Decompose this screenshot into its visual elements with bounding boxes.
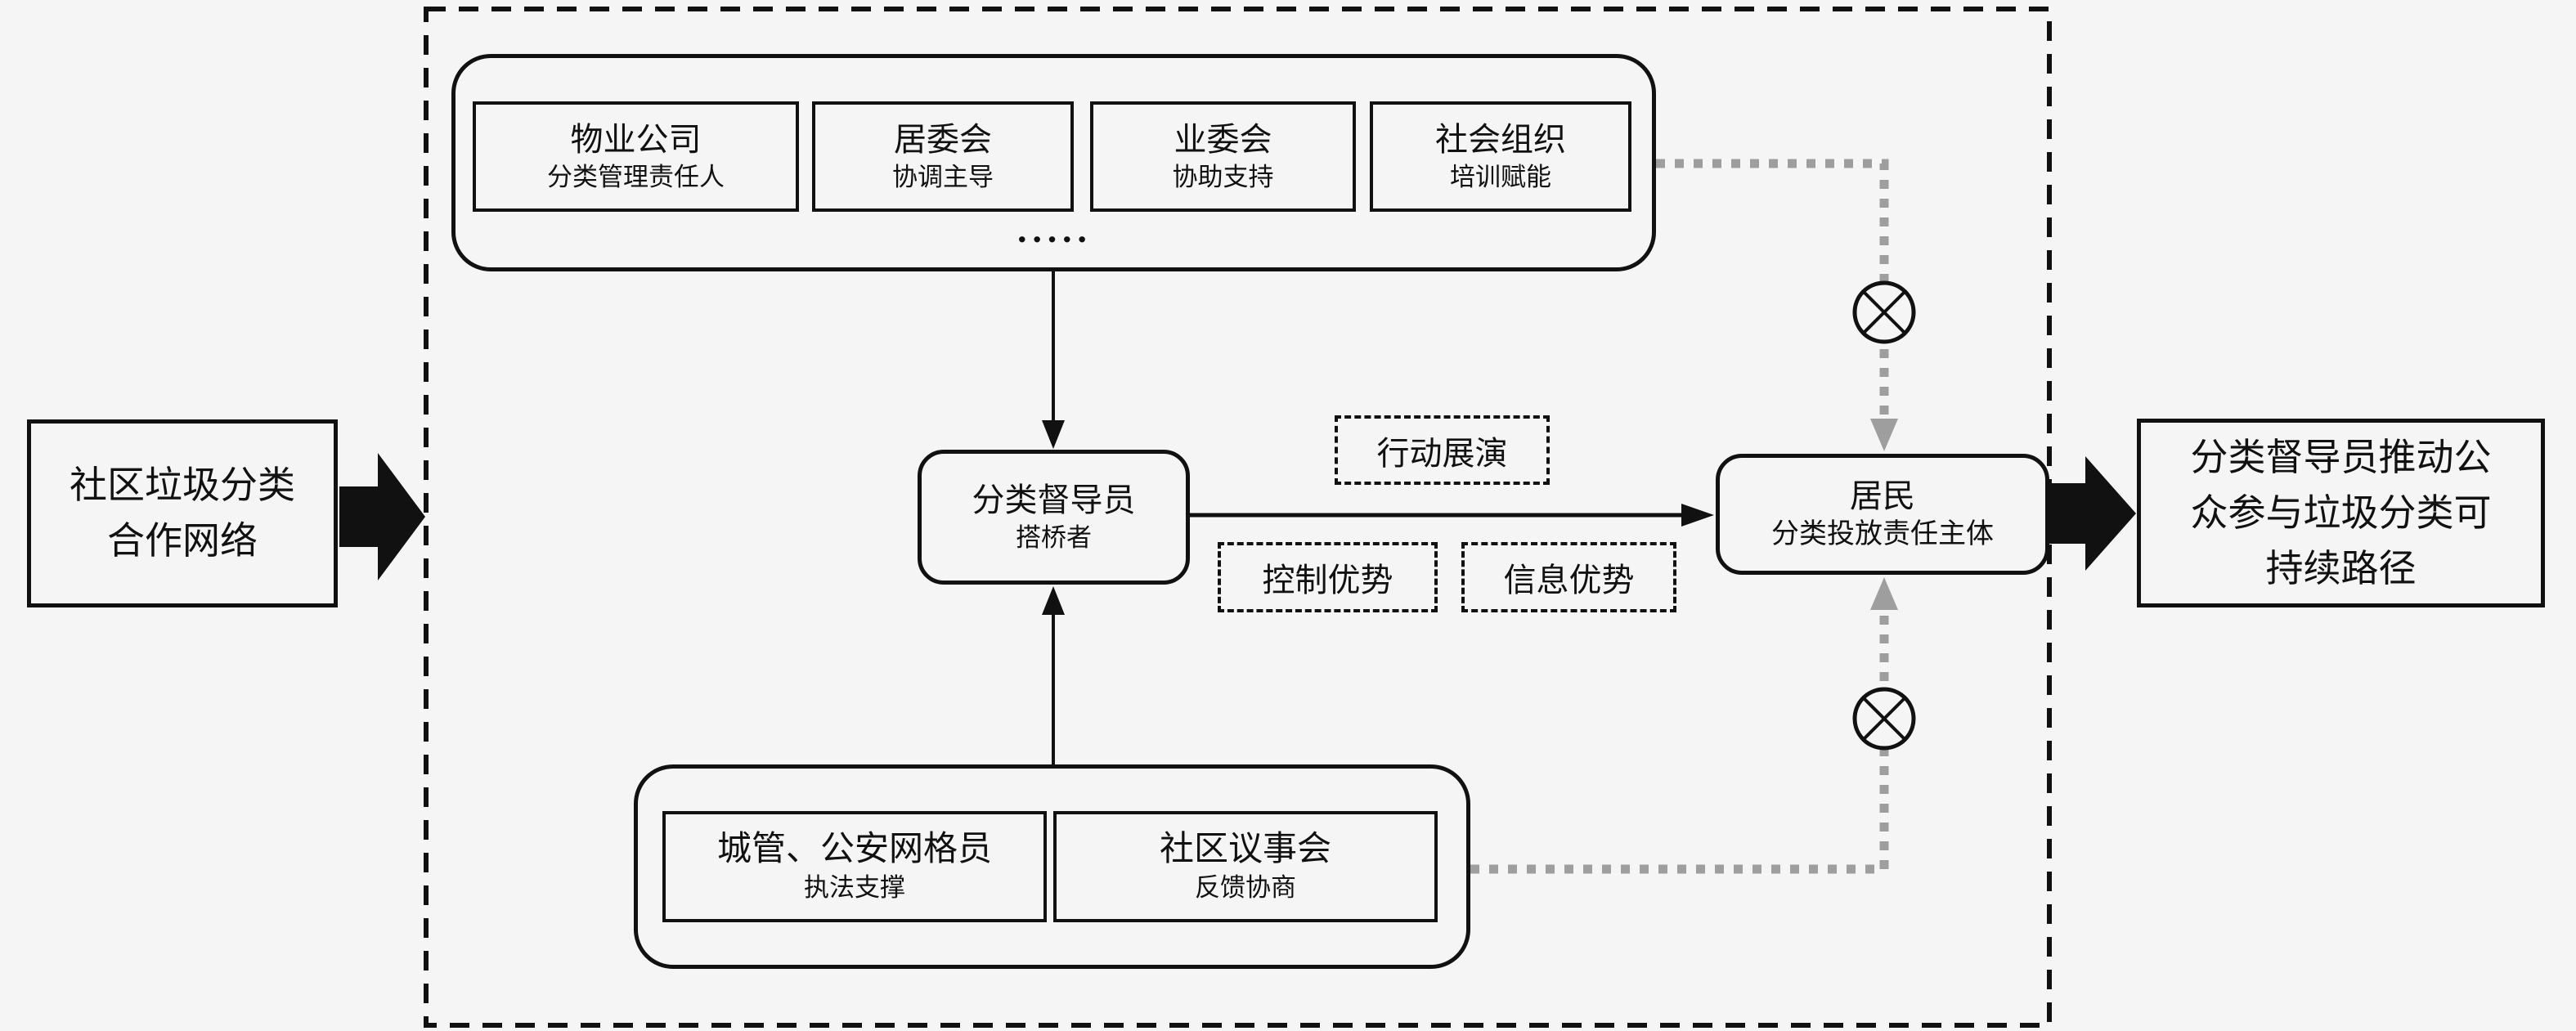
org-title: 居委会 <box>894 120 992 158</box>
more-organizations-ellipsis: ····· <box>1016 218 1091 260</box>
residents-title: 居民 <box>1850 477 1915 514</box>
org-role: 执法支撑 <box>804 873 905 902</box>
org-box-community-council: 社区议事会 反馈协商 <box>1053 811 1438 922</box>
output-flow-arrow <box>2049 456 2136 571</box>
org-title: 城管、公安网格员 <box>716 831 992 868</box>
bottom-dotted-arrowhead <box>1870 577 1898 610</box>
output-box-line: 众参与垃圾分类可 <box>2190 491 2492 534</box>
supervisor-box: 分类督导员 搭桥者 <box>918 450 1190 585</box>
org-title: 业委会 <box>1174 120 1272 158</box>
org-role: 分类管理责任人 <box>547 162 725 191</box>
supervisor-role: 搭桥者 <box>1016 522 1092 552</box>
org-role: 培训赋能 <box>1450 162 1551 191</box>
org-title: 物业公司 <box>570 120 702 158</box>
org-title: 社区议事会 <box>1159 831 1331 868</box>
org-title: 社会组织 <box>1435 120 1566 158</box>
org-box-residents-committee: 居委会 协调主导 <box>812 101 1074 212</box>
org-role: 协助支持 <box>1172 162 1274 191</box>
input-box-line: 社区垃圾分类 <box>70 464 295 506</box>
circle-x-icon <box>1852 280 1916 344</box>
bottom-dotted-connector <box>1470 612 1889 874</box>
supervisor-title: 分类督导员 <box>972 481 1136 518</box>
org-box-owners-committee: 业委会 协助支持 <box>1090 101 1356 212</box>
top-dotted-connector <box>1656 159 1889 440</box>
input-flow-arrow <box>339 453 425 580</box>
output-box-line: 持续路径 <box>2265 547 2417 589</box>
bottom-group-to-supervisor-arrowhead <box>1042 586 1065 615</box>
label-action-display: 行动展演 <box>1335 415 1550 485</box>
output-box: 分类督导员推动公 众参与垃圾分类可 持续路径 <box>2137 419 2545 607</box>
org-box-grid-officers: 城管、公安网格员 执法支撑 <box>662 811 1047 922</box>
circle-x-icon <box>1852 687 1916 751</box>
input-box: 社区垃圾分类 合作网络 <box>27 419 338 607</box>
input-box-line: 合作网络 <box>107 520 258 562</box>
residents-role: 分类投放责任主体 <box>1771 519 1994 549</box>
top-dotted-arrowhead <box>1870 419 1898 451</box>
org-role: 反馈协商 <box>1195 873 1296 902</box>
supervisor-to-residents-arrowhead <box>1681 504 1714 527</box>
label-control-advantage: 控制优势 <box>1218 542 1438 612</box>
org-box-social-organizations: 社会组织 培训赋能 <box>1370 101 1631 212</box>
residents-box: 居民 分类投放责任主体 <box>1716 454 2049 575</box>
label-information-advantage: 信息优势 <box>1461 542 1676 612</box>
output-box-line: 分类督导员推动公 <box>2190 436 2492 478</box>
top-group-to-supervisor-arrowhead <box>1042 420 1065 449</box>
org-box-property-company: 物业公司 分类管理责任人 <box>473 101 799 212</box>
org-role: 协调主导 <box>892 162 994 191</box>
